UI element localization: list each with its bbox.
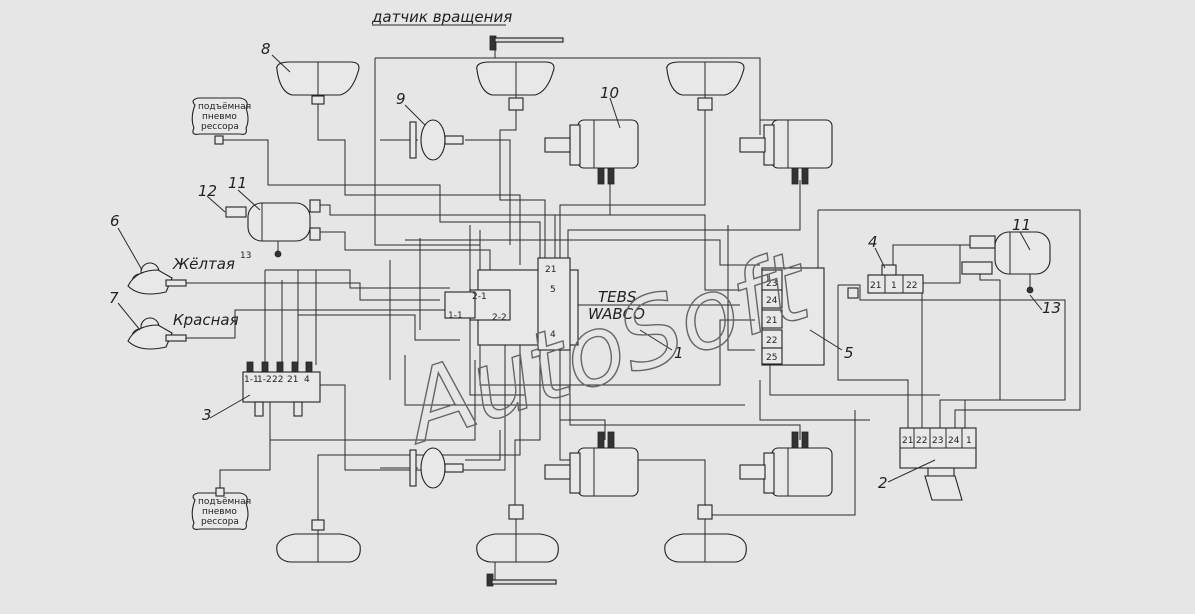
spring-brake-chamber-bottom-right: [739, 431, 833, 497]
callout-10: 10: [600, 84, 619, 102]
air-reservoir-11-left: [225, 199, 321, 258]
ebs-modulator-1: 2-1 1-1 2-2 21 5 4 TEBS WABCO: [444, 257, 645, 351]
valve2-port-1: 22: [916, 436, 927, 446]
lift-air-spring-top: подъёмная пневмо рессора: [191, 97, 251, 145]
ebs-port-center-1: 5: [550, 285, 556, 295]
valve3-port-0: 1-1: [244, 375, 259, 385]
callout-13-left: 13: [240, 251, 251, 261]
valve5-port-3: 22: [766, 336, 777, 346]
callout-2: 2: [878, 474, 888, 492]
valve3-port-2: 22: [272, 375, 283, 385]
valve2-port-3: 24: [948, 436, 960, 446]
valve4-port-0: 21: [870, 281, 881, 291]
valve2-port-0: 21: [902, 436, 913, 446]
brake-chamber-9-bottom: [380, 447, 464, 489]
valve-2: 21 22 23 24 1: [899, 427, 977, 501]
spring-brake-chamber-bottom-left: [544, 431, 639, 497]
ebs-port-left-0: 2-1: [472, 292, 487, 302]
lift-top-line3: рессора: [201, 122, 239, 132]
callout-11-right: 11: [1012, 216, 1031, 234]
ebs-label-line1: TEBS: [598, 288, 637, 306]
callout-7: 7: [109, 289, 119, 307]
valve3-port-4: 4: [304, 375, 310, 385]
valve5-port-2: 21: [766, 316, 777, 326]
callout-1: 1: [674, 344, 684, 362]
lift-air-spring-bottom: подъёмная пневмо рессора: [191, 487, 251, 530]
brake-drum-bottom-left: [276, 519, 361, 563]
valve4-port-1: 1: [891, 281, 897, 291]
coupling-head-red: [127, 317, 187, 350]
valve4-port-2: 22: [906, 281, 917, 291]
valve3-port-1: 1-2: [257, 375, 272, 385]
brake-drum-bottom-center: [476, 504, 559, 563]
valve3-port-3: 21: [287, 375, 298, 385]
lift-top-line2: пневмо: [202, 112, 237, 122]
lift-bottom-line1: подъёмная: [198, 497, 251, 507]
callout-8: 8: [261, 40, 271, 58]
valve-block-5: 23 24 21 22 25: [761, 267, 825, 366]
callout-12: 12: [198, 182, 217, 200]
ebs-port-left-1: 1-1: [448, 311, 463, 321]
brake-drum-top-center: [476, 61, 555, 111]
callout-9: 9: [396, 90, 406, 108]
callout-11-left: 11: [228, 174, 247, 192]
lift-bottom-line3: рессора: [201, 517, 239, 527]
callout-13-right: 13: [1042, 299, 1061, 317]
lift-top-line1: подъёмная: [198, 102, 251, 112]
coupling-head-yellow: [127, 262, 187, 295]
rotation-sensor-label: датчик вращения: [371, 8, 512, 26]
callout-6: 6: [110, 212, 120, 230]
lift-bottom-line2: пневмо: [202, 507, 237, 517]
callouts: 8 9 10 11 12 13 6 7 3 1 5 4 11 13 2: [109, 40, 1061, 492]
spring-brake-chamber-10-top-left: [544, 119, 639, 185]
rotation-sensor-top: [489, 35, 564, 51]
ebs-label-line2: WABCO: [588, 305, 645, 323]
brake-drum-top-right: [666, 61, 745, 111]
rotation-sensor-bottom: [486, 573, 557, 587]
watermark: AutoSoft: [387, 229, 824, 466]
ebs-port-left-2: 2-2: [492, 313, 507, 323]
brake-drum-top-left: [276, 61, 360, 105]
ebs-port-center-2: 4: [550, 330, 556, 340]
brake-chamber-9-top: [380, 119, 464, 161]
valve-4: 21 1 22: [847, 264, 924, 299]
callout-5: 5: [844, 344, 854, 362]
valve5-port-4: 25: [766, 353, 777, 363]
valve5-port-0: 23: [766, 279, 777, 289]
callout-3: 3: [202, 406, 212, 424]
air-reservoir-11-right: [961, 231, 1051, 294]
valve5-port-1: 24: [766, 296, 778, 306]
ebs-port-center-0: 21: [545, 265, 556, 275]
valve2-port-2: 23: [932, 436, 943, 446]
yellow-line-label: Жёлтая: [172, 255, 235, 273]
valve-3: 1-1 1-2 22 21 4: [242, 361, 321, 417]
callout-4: 4: [868, 233, 878, 251]
spring-brake-chamber-10-top-right: [739, 119, 833, 185]
red-line-label: Красная: [173, 311, 239, 329]
brake-drum-bottom-right: [664, 504, 747, 563]
valve2-port-4: 1: [966, 436, 972, 446]
